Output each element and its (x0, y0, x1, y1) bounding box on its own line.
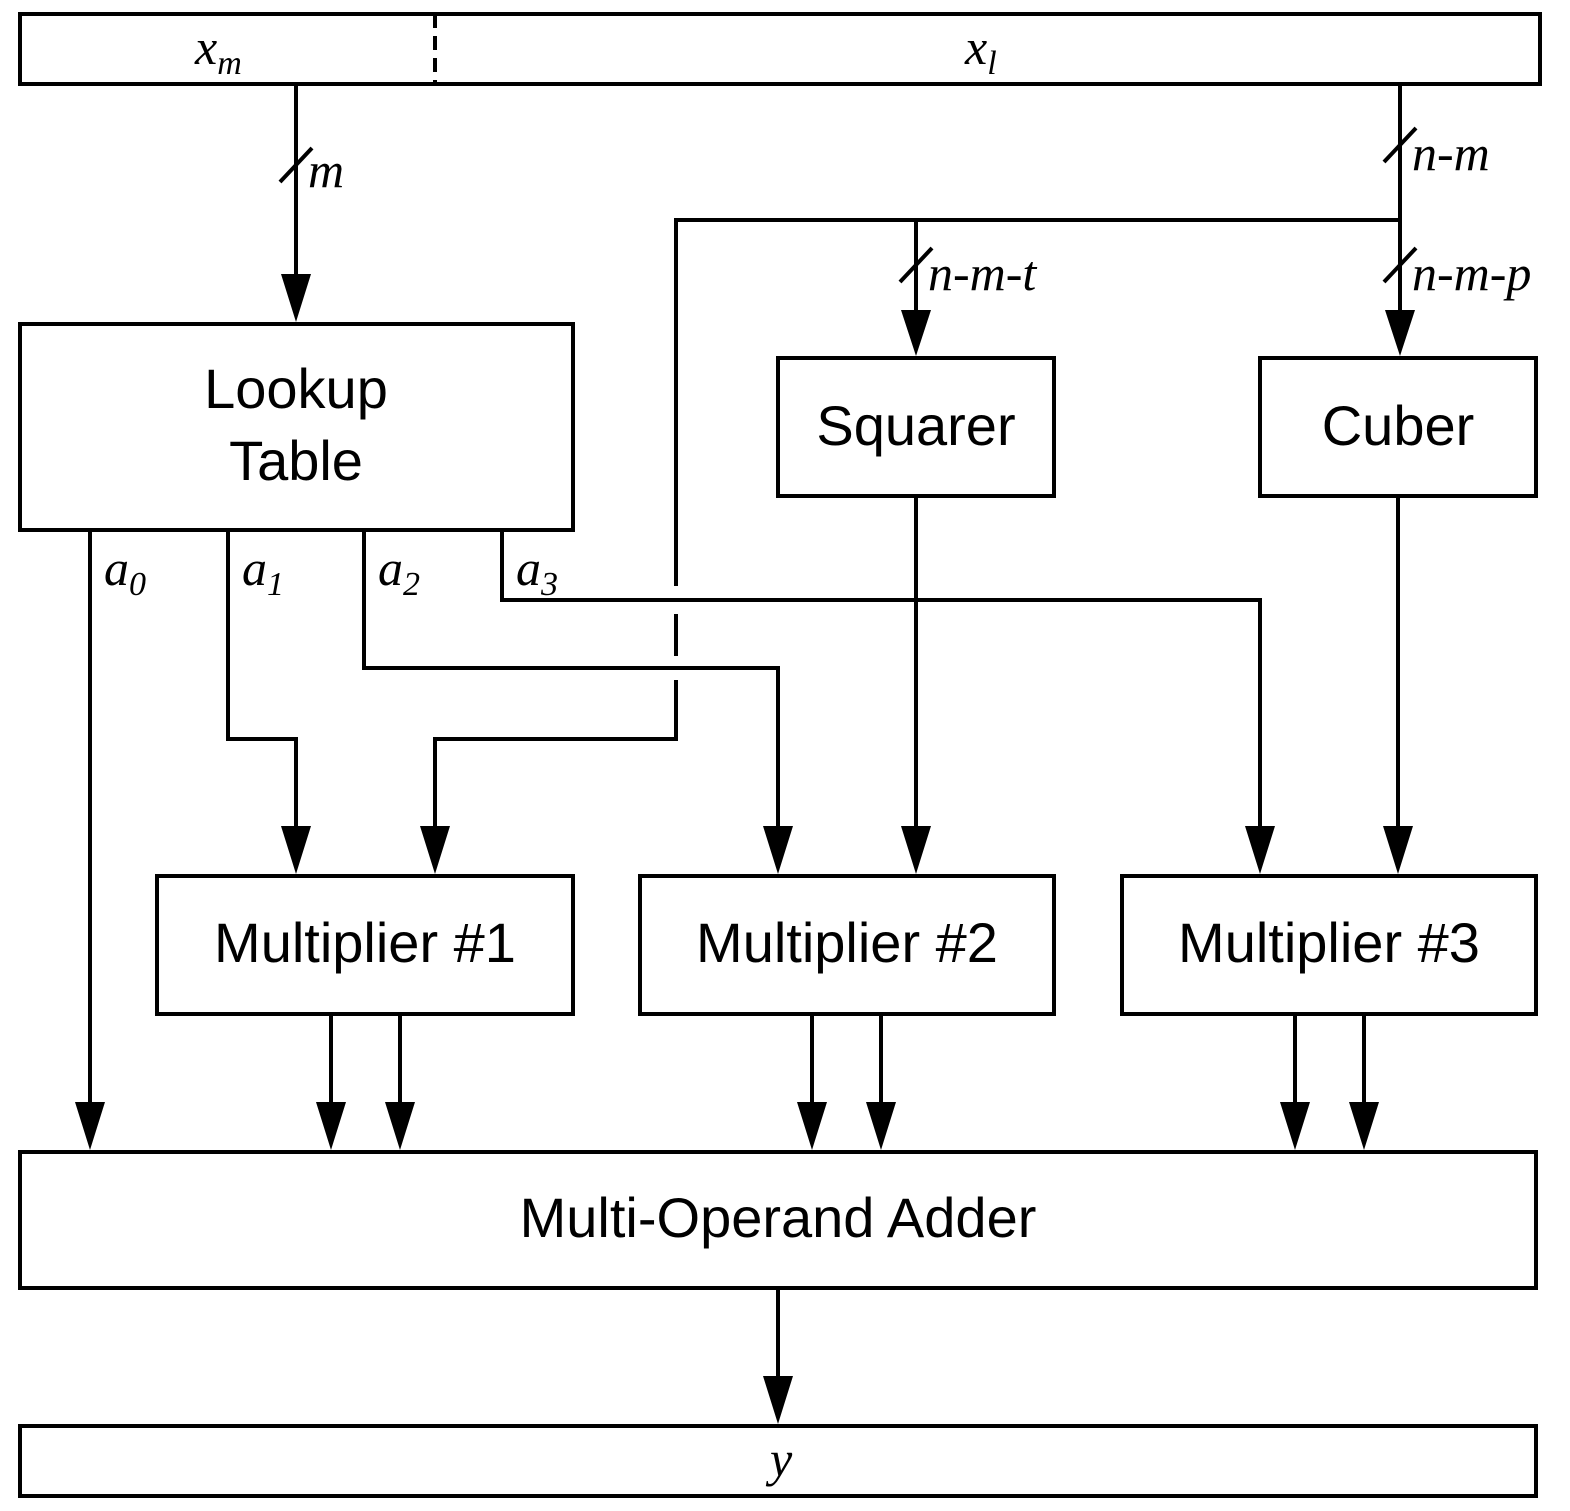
output-register (18, 1424, 1538, 1498)
cuber-label: Cuber (1322, 394, 1475, 457)
a1-label: a1 (242, 540, 284, 603)
n-m-branch-wire (674, 218, 1400, 586)
lookup-input-arrow (281, 274, 311, 322)
cuber-input-arrow (1385, 310, 1415, 356)
a2-label: a2 (378, 540, 420, 603)
mult2-input-a-arrow (763, 826, 793, 874)
n-m-t-width-label: n-m-t (928, 245, 1037, 301)
y-label: y (765, 1431, 793, 1487)
multiplier-3-label: Multiplier #3 (1178, 911, 1480, 974)
multi-operand-adder-label: Multi-Operand Adder (520, 1186, 1037, 1249)
a0-adder-arrow (75, 1102, 105, 1150)
input-register (18, 12, 1542, 86)
n-m-width-slash (1382, 126, 1418, 164)
a1-wire (226, 530, 298, 840)
squarer-input-arrow (901, 310, 931, 356)
multiplier-3-block (1120, 874, 1538, 1016)
xl-label: xl (964, 19, 997, 82)
mult2-input-b-arrow (901, 826, 931, 874)
n-m-to-mult1-wire-lower (433, 680, 678, 840)
multiplier-1-label: Multiplier #1 (214, 911, 516, 974)
mult1-input-b-arrow (420, 826, 450, 874)
output-arrow (763, 1376, 793, 1424)
squarer-block (776, 356, 1056, 498)
multiplier-2-label: Multiplier #2 (696, 911, 998, 974)
mult2-out-b-arrow (866, 1102, 896, 1150)
mult1-input-a-arrow (281, 826, 311, 874)
multi-operand-adder-block (18, 1150, 1538, 1290)
a3-label: a3 (516, 540, 558, 603)
mult3-out-a-arrow (1280, 1102, 1310, 1150)
m-width-slash (278, 146, 314, 184)
lookup-table-label-line1: Lookup (204, 357, 388, 420)
n-m-width-label: n-m (1412, 125, 1490, 181)
multiplier-1-block (155, 874, 575, 1016)
mult3-input-b-arrow (1383, 826, 1413, 874)
mult1-out-b-arrow (385, 1102, 415, 1150)
a2-wire (362, 530, 780, 840)
mult3-out-b-arrow (1349, 1102, 1379, 1150)
lookup-table-label-line2: Table (229, 429, 363, 492)
mult1-out-a-arrow (316, 1102, 346, 1150)
squarer-label: Squarer (816, 394, 1015, 457)
n-m-p-width-slash (1382, 246, 1418, 284)
mult3-input-a-arrow (1245, 826, 1275, 874)
n-m-p-width-label: n-m-p (1412, 245, 1531, 301)
n-m-t-width-slash (898, 246, 934, 284)
a0-label: a0 (104, 540, 146, 603)
m-width-label: m (308, 142, 344, 198)
multiplier-2-block (638, 874, 1056, 1016)
a3-wire (500, 530, 1262, 840)
mult2-out-a-arrow (797, 1102, 827, 1150)
xm-label: xm (194, 19, 242, 82)
lookup-table-block (18, 322, 575, 532)
